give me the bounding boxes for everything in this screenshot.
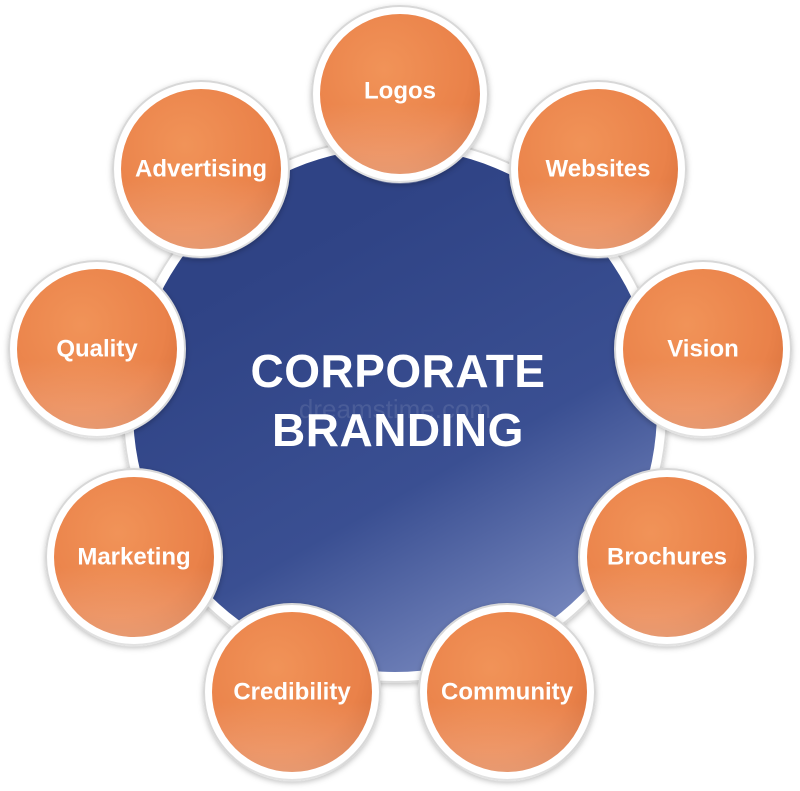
center-circle	[133, 148, 657, 672]
node-vision: Vision	[614, 260, 792, 439]
center-hub: dreamstime.com CORPORATE BRANDING	[122, 137, 668, 683]
node-label-logos: Logos	[364, 78, 436, 105]
node-label-quality: Quality	[56, 336, 138, 363]
node-label-community: Community	[441, 679, 574, 706]
node-label-advertising: Advertising	[135, 156, 267, 183]
node-label-marketing: Marketing	[77, 544, 190, 571]
node-label-brochures: Brochures	[607, 544, 727, 571]
node-logos: Logos	[311, 5, 489, 184]
node-marketing: Marketing	[45, 468, 223, 647]
center-title-line-1: CORPORATE	[251, 345, 546, 397]
node-brochures: Brochures	[578, 468, 756, 647]
node-label-vision: Vision	[667, 336, 739, 363]
center-title-line-2: BRANDING	[272, 404, 524, 456]
node-quality: Quality	[8, 260, 186, 439]
node-label-credibility: Credibility	[233, 679, 351, 706]
node-label-websites: Websites	[546, 156, 651, 183]
node-credibility: Credibility	[203, 603, 381, 782]
node-advertising: Advertising	[112, 80, 290, 259]
watermark-text: dreamstime.com	[299, 394, 491, 424]
node-websites: Websites	[509, 80, 687, 259]
node-community: Community	[418, 603, 596, 782]
